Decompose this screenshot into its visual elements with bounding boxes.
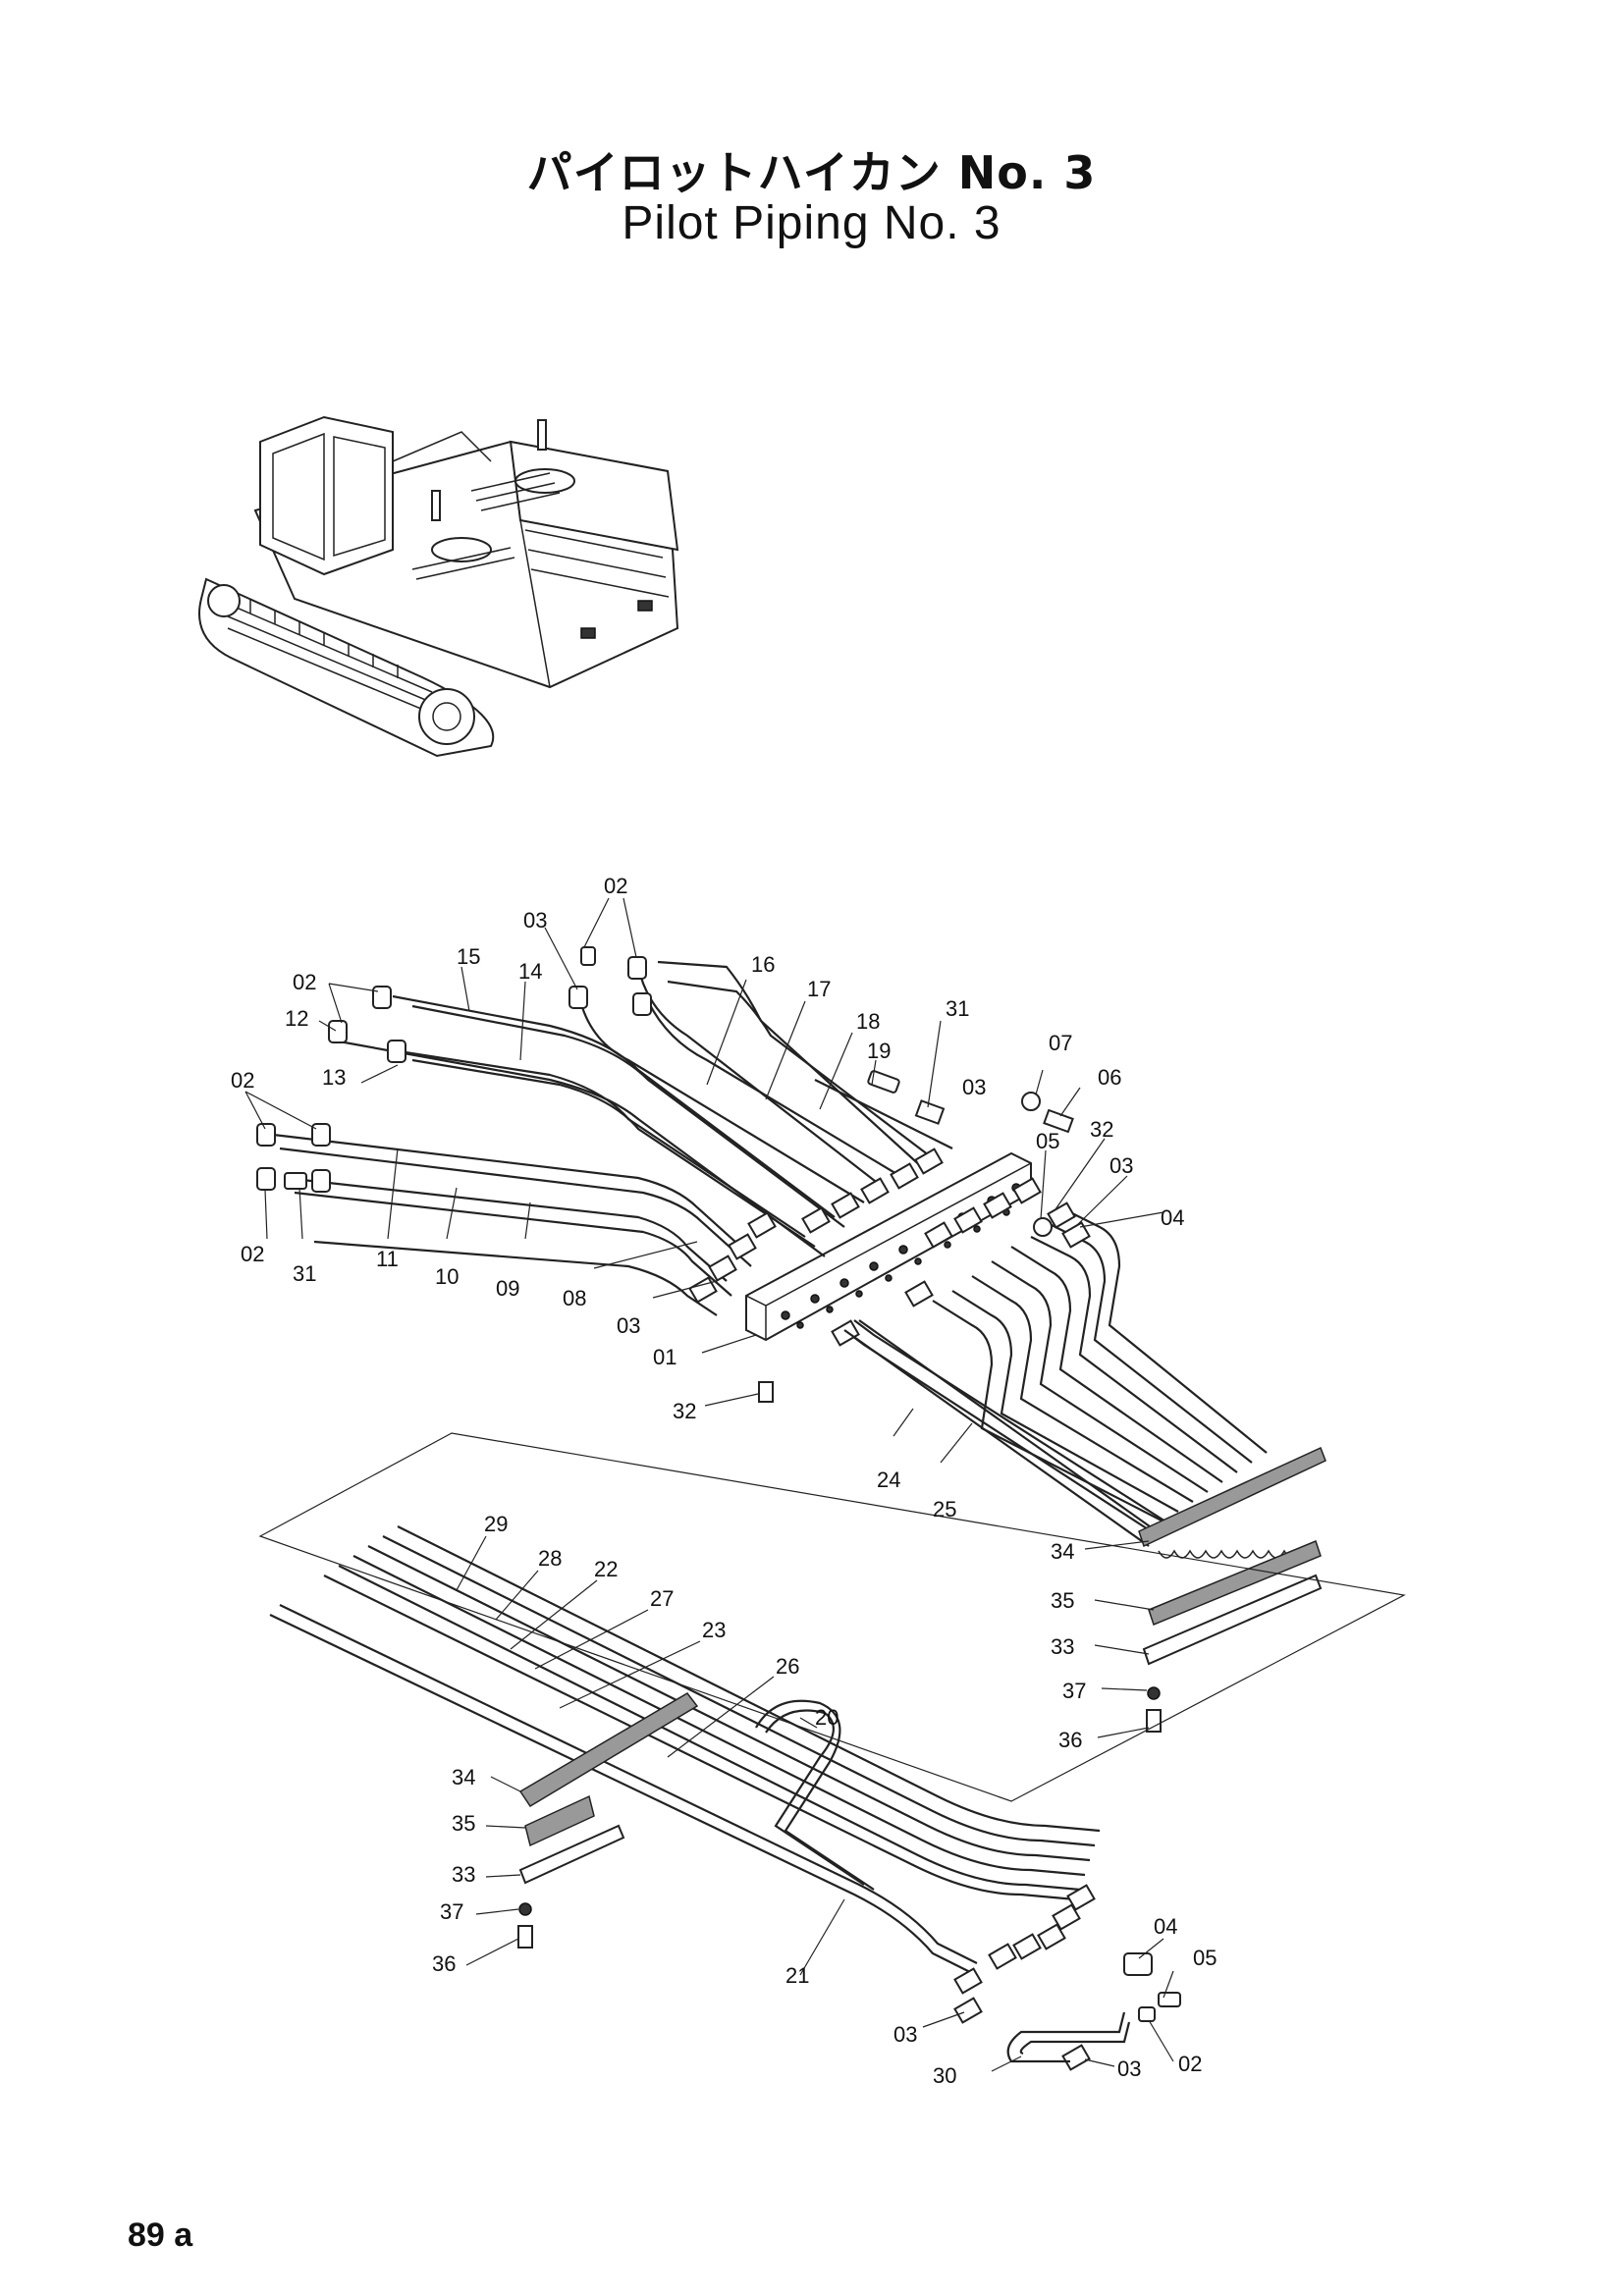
callout-30: 30 xyxy=(933,2063,956,2088)
callout-06: 06 xyxy=(1098,1065,1121,1090)
fittings xyxy=(256,946,1091,1403)
callout-36: 36 xyxy=(432,1951,456,1976)
callout-16: 16 xyxy=(751,952,775,977)
callout-23: 23 xyxy=(702,1618,726,1642)
valve-block-01 xyxy=(745,1151,1032,1342)
callout-03: 03 xyxy=(1109,1153,1133,1178)
pipe-30 xyxy=(1006,2011,1126,2063)
clamp-assembly-left xyxy=(517,1692,699,1949)
callout-34: 34 xyxy=(452,1765,475,1789)
callout-07: 07 xyxy=(1049,1031,1072,1055)
title-japanese: パイロットハイカン No. 3 xyxy=(526,146,1097,199)
callout-29: 29 xyxy=(484,1512,508,1536)
callout-35: 35 xyxy=(1051,1588,1074,1613)
callout-03: 03 xyxy=(893,2022,917,2047)
right-pipe-bundle xyxy=(843,1206,1268,1537)
callout-17: 17 xyxy=(807,977,831,1001)
pipes-24-25 xyxy=(843,1319,1164,1547)
callout-04: 04 xyxy=(1154,1914,1177,1939)
callout-37: 37 xyxy=(1062,1679,1086,1703)
callout-03: 03 xyxy=(1117,2056,1141,2081)
callout-02: 02 xyxy=(1178,2052,1202,2076)
callout-32: 32 xyxy=(673,1399,696,1423)
callout-37: 37 xyxy=(440,1899,463,1924)
callout-11: 11 xyxy=(376,1247,399,1271)
callout-02: 02 xyxy=(604,874,627,898)
callout-34: 34 xyxy=(1051,1539,1074,1564)
callout-33: 33 xyxy=(1051,1634,1074,1659)
callout-21: 21 xyxy=(785,1963,809,1988)
lower-pipe-bundle xyxy=(269,1525,1101,1974)
callout-22: 22 xyxy=(594,1557,618,1581)
callout-25: 25 xyxy=(933,1497,956,1522)
callout-28: 28 xyxy=(538,1546,562,1571)
callout-05: 05 xyxy=(1036,1129,1059,1153)
callout-10: 10 xyxy=(435,1264,459,1289)
callout-03: 03 xyxy=(523,908,547,933)
callout-20: 20 xyxy=(815,1705,839,1730)
callout-01: 01 xyxy=(653,1345,676,1369)
callout-08: 08 xyxy=(563,1286,586,1310)
callout-03: 03 xyxy=(962,1075,986,1099)
page-number: 89 a xyxy=(128,2216,193,2254)
bottom-fittings xyxy=(953,1884,1181,2071)
callout-31: 31 xyxy=(293,1261,316,1286)
callout-36: 36 xyxy=(1058,1728,1082,1752)
callout-02: 02 xyxy=(241,1242,264,1266)
detail-frame xyxy=(258,1432,1406,1802)
callout-32: 32 xyxy=(1090,1117,1113,1142)
callout-33: 33 xyxy=(452,1862,475,1887)
callout-03: 03 xyxy=(617,1313,640,1338)
leader-lines xyxy=(244,897,1174,2072)
callout-26: 26 xyxy=(776,1654,799,1679)
left-pipe-bundle xyxy=(264,1132,752,1316)
callout-13: 13 xyxy=(322,1065,346,1090)
callout-31: 31 xyxy=(946,996,969,1021)
callout-02: 02 xyxy=(293,970,316,994)
excavator-illustration xyxy=(198,415,679,758)
callout-02: 02 xyxy=(231,1068,254,1093)
title-english: Pilot Piping No. 3 xyxy=(622,197,1001,249)
callout-35: 35 xyxy=(452,1811,475,1836)
callout-19: 19 xyxy=(867,1039,891,1063)
pipe-30-inner xyxy=(1019,2021,1131,2056)
clamp-assembly-right xyxy=(1138,1446,1326,1733)
callout-14: 14 xyxy=(518,959,542,984)
callout-24: 24 xyxy=(877,1468,900,1492)
callout-05: 05 xyxy=(1193,1946,1217,1970)
callout-27: 27 xyxy=(650,1586,674,1611)
callout-15: 15 xyxy=(457,944,480,969)
callout-09: 09 xyxy=(496,1276,519,1301)
callout-04: 04 xyxy=(1161,1205,1184,1230)
callout-18: 18 xyxy=(856,1009,880,1034)
callout-12: 12 xyxy=(285,1006,308,1031)
